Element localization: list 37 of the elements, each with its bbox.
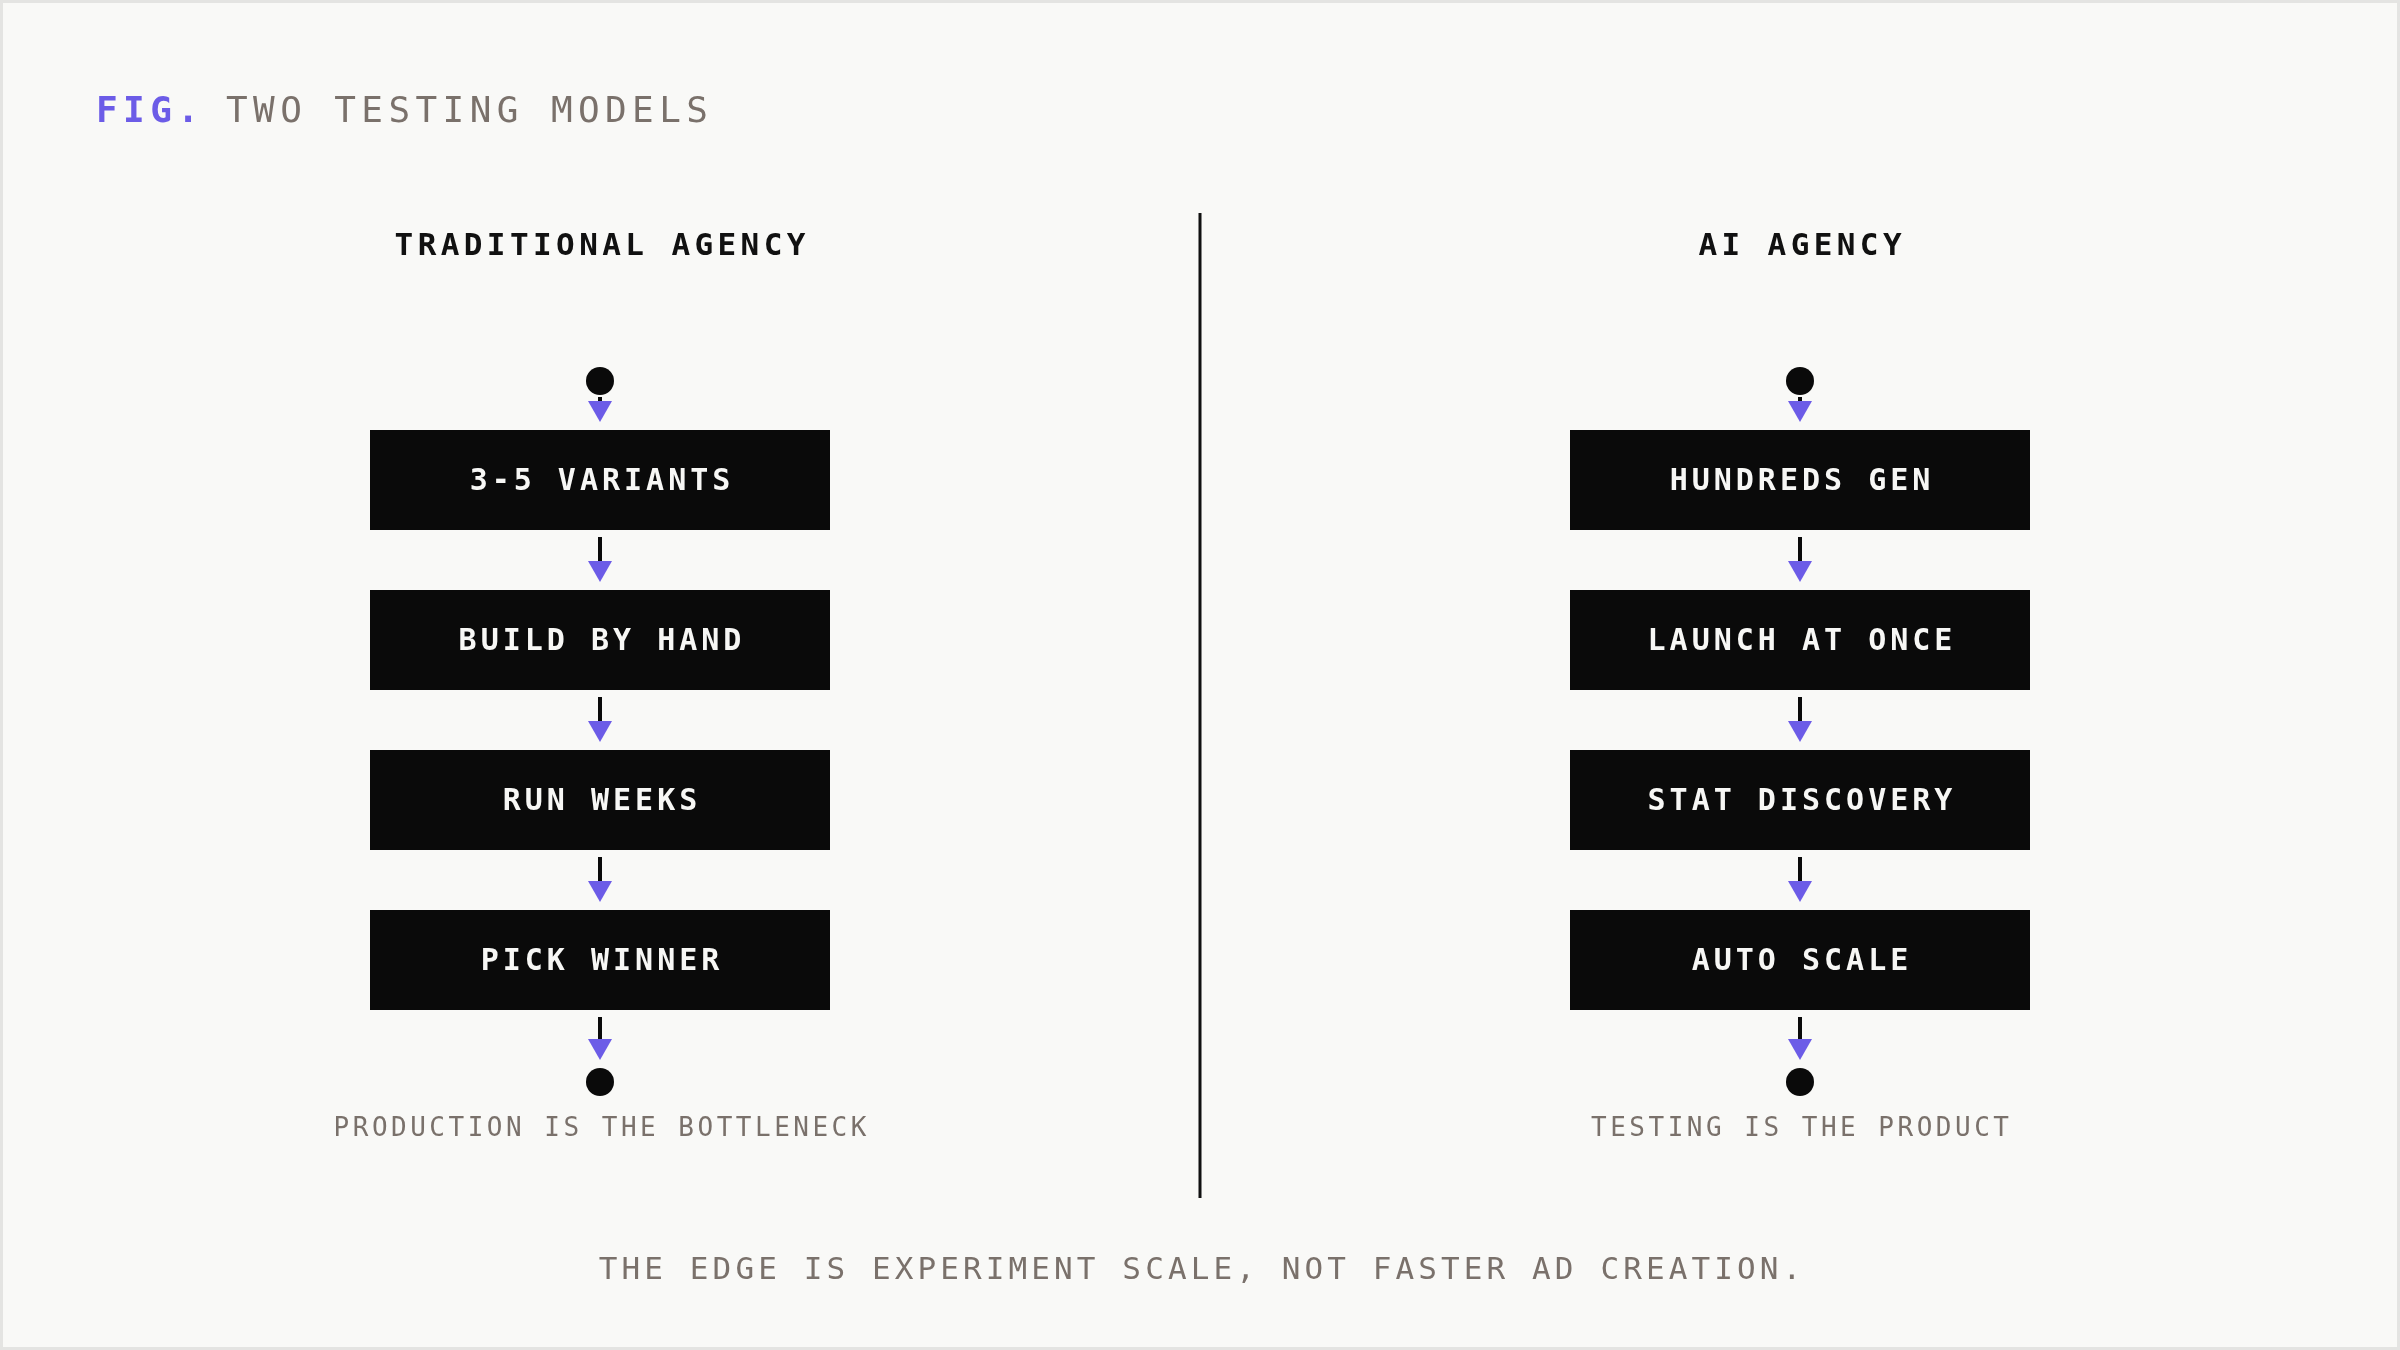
- process-label: STAT DISCOVERY: [1646, 782, 1957, 818]
- terminal-dot: [1786, 1068, 1814, 1096]
- process-box: [1570, 590, 2030, 690]
- process-label: LAUNCH AT ONCE: [1646, 622, 1957, 658]
- flow-arrow: [588, 697, 612, 742]
- process-box: [370, 750, 830, 850]
- flow-arrow: [588, 1017, 612, 1060]
- terminal-dot: [586, 367, 614, 395]
- diagram-caption: THE EDGE IS EXPERIMENT SCALE, NOT FASTER AD CREATION.: [597, 1251, 1806, 1287]
- flow-arrow: [1788, 537, 1812, 582]
- column-heading: AI AGENCY: [1697, 227, 1906, 263]
- flow-arrow: [1788, 857, 1812, 902]
- flow-arrow: [1788, 397, 1812, 422]
- figure-label: FIG.: [96, 89, 205, 131]
- process-label: RUN WEEKS: [501, 782, 702, 818]
- flow-arrow: [588, 397, 612, 422]
- flow-arrow: [588, 857, 612, 902]
- process-label: BUILD BY HAND: [457, 622, 746, 658]
- process-label: HUNDREDS GEN: [1668, 462, 1935, 498]
- flow-arrow: [1788, 1017, 1812, 1060]
- terminal-dot: [1786, 367, 1814, 395]
- column-note: PRODUCTION IS THE BOTTLENECK: [332, 1113, 870, 1143]
- process-box: [370, 430, 830, 530]
- column-heading: TRADITIONAL AGENCY: [393, 227, 810, 263]
- process-box: [1570, 910, 2030, 1010]
- process-box: [370, 590, 830, 690]
- process-label: AUTO SCALE: [1690, 942, 1913, 978]
- diagram-title: TWO TESTING MODELS: [226, 89, 714, 131]
- column-note: TESTING IS THE PRODUCT: [1590, 1113, 2013, 1143]
- process-box: [1570, 430, 2030, 530]
- process-label: PICK WINNER: [479, 942, 724, 978]
- process-box: [1570, 750, 2030, 850]
- process-box: [370, 910, 830, 1010]
- process-label: 3-5 VARIANTS: [468, 462, 735, 498]
- terminal-dot: [586, 1068, 614, 1096]
- flow-arrow: [588, 537, 612, 582]
- flow-arrow: [1788, 697, 1812, 742]
